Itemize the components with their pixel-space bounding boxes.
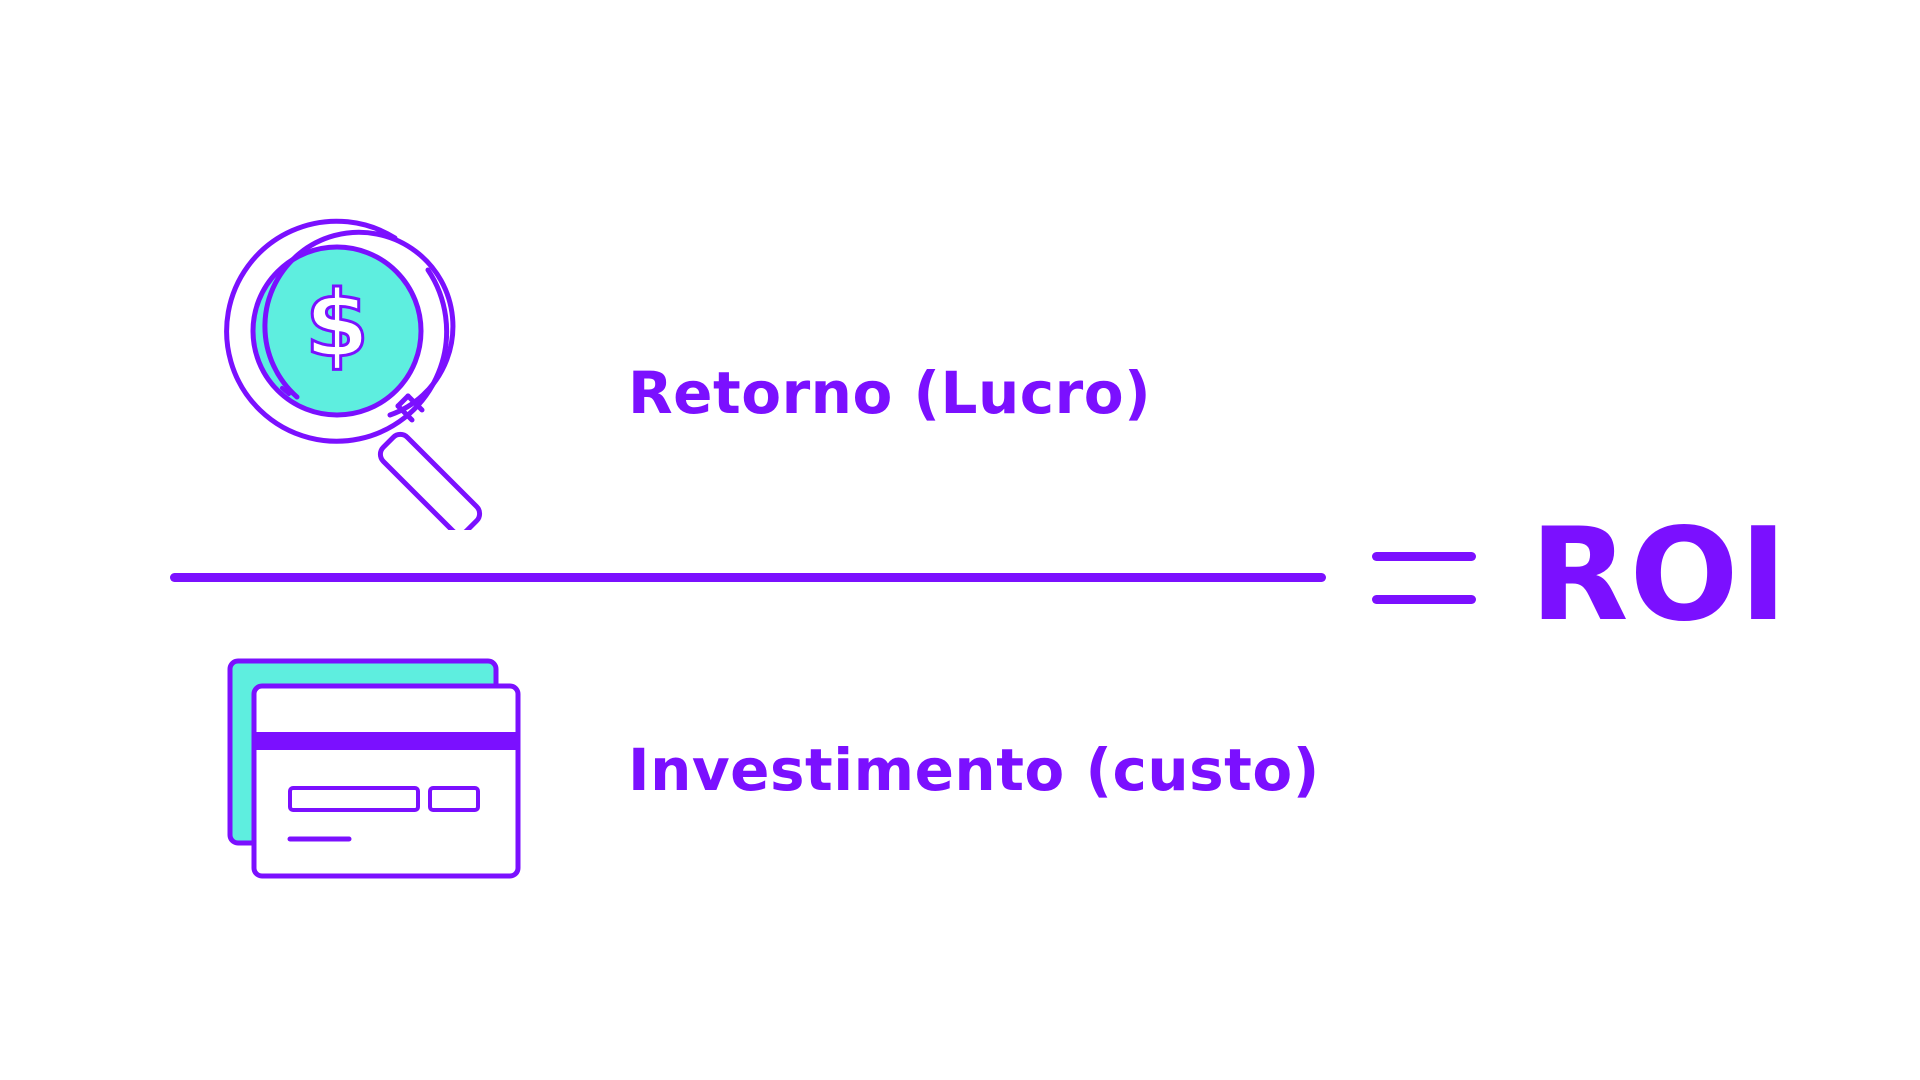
equals-sign xyxy=(1372,552,1476,604)
result-label: ROI xyxy=(1530,501,1788,650)
numerator-label: Retorno (Lucro) xyxy=(628,359,1152,427)
fraction-bar xyxy=(170,573,1326,582)
credit-card-icon xyxy=(227,658,521,879)
equals-top-line xyxy=(1372,552,1476,561)
svg-text:$: $ xyxy=(305,271,369,378)
denominator-label: Investimento (custo) xyxy=(628,736,1320,804)
magnifying-glass-dollar-icon: $ xyxy=(224,218,483,530)
equals-bottom-line xyxy=(1372,595,1476,604)
